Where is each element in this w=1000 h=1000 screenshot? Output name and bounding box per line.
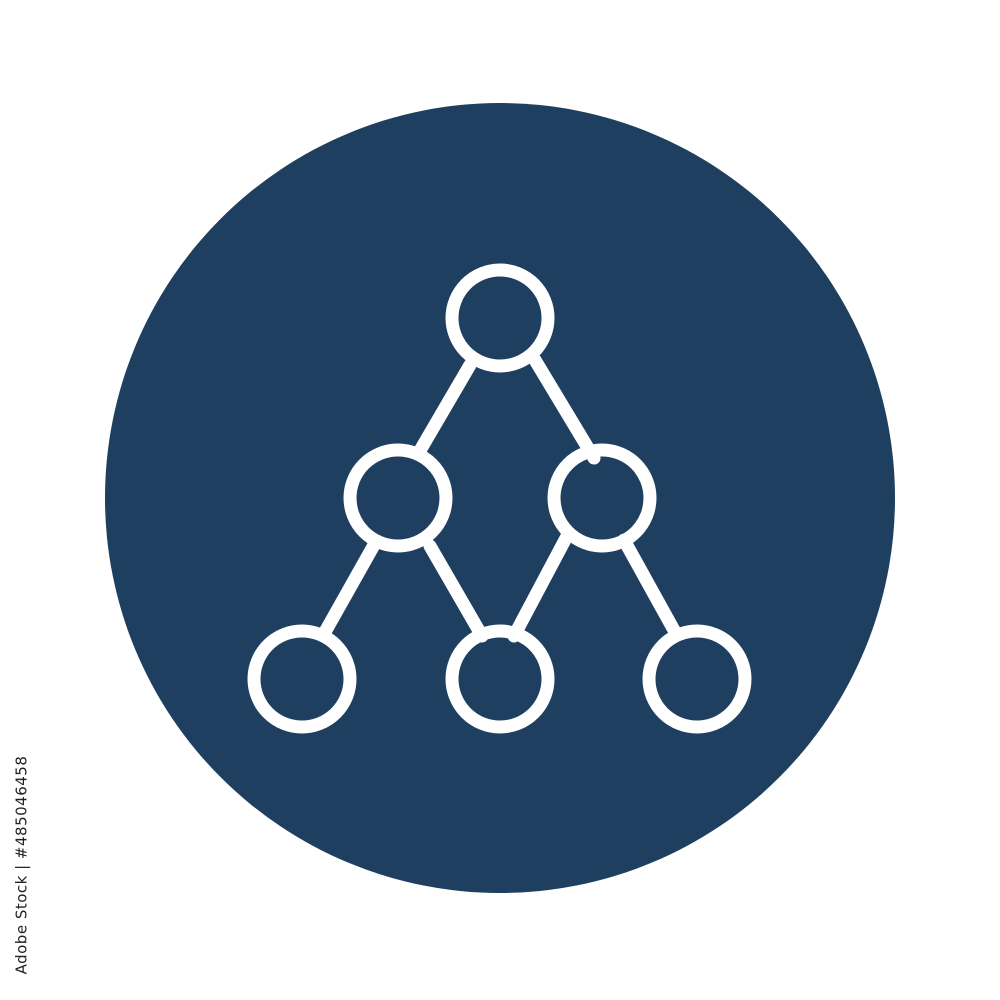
edge-left-bottommid: [423, 539, 489, 643]
icon-background-circle: [105, 103, 895, 893]
node-middle-right: [547, 443, 657, 553]
edge-right-bottommid: [507, 531, 573, 643]
stock-id-label: Adobe Stock | #485046458: [6, 756, 36, 975]
node-bottom-left: [247, 624, 357, 734]
node-middle-left: [343, 443, 453, 553]
stock-id-text: Adobe Stock | #485046458: [12, 755, 30, 975]
icon-graph: [247, 263, 752, 734]
edge-left-bottomleft: [318, 538, 381, 639]
edge-right-bottomright: [617, 533, 682, 639]
node-top: [445, 263, 555, 373]
node-bottom-right: [642, 624, 752, 734]
edge-top-left: [411, 358, 477, 461]
edge-top-right: [528, 353, 601, 465]
node-bottom-middle: [445, 624, 555, 734]
